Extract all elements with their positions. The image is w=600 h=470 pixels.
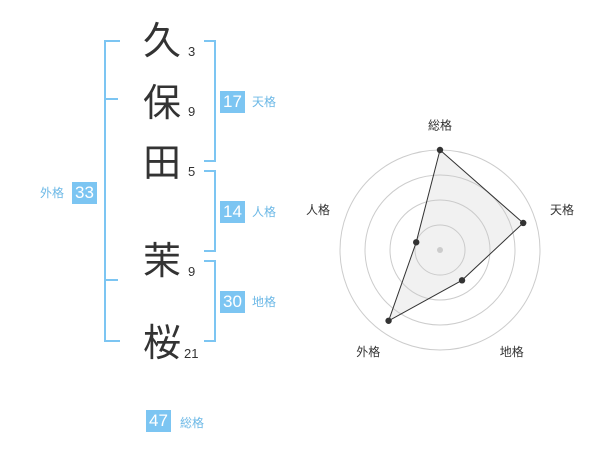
name-char-1: 久	[142, 19, 181, 63]
chikaku-bracket	[204, 260, 216, 342]
tenkaku-label: 天格	[252, 95, 277, 109]
gaikaku-bracket	[104, 40, 120, 342]
radar-ring	[364, 174, 516, 326]
stroke-count-5: 21	[184, 346, 199, 361]
radar-axis-label: 外格	[356, 344, 380, 359]
radar-point	[458, 277, 466, 284]
stroke-count-1: 3	[188, 44, 196, 59]
stroke-count-2: 9	[188, 104, 196, 119]
tenkaku-bracket	[204, 40, 216, 162]
name-char-5: 桜	[142, 321, 181, 365]
radar-point	[520, 219, 527, 227]
radar-axis-label: 地格	[500, 344, 524, 359]
chikaku-label: 地格	[252, 295, 277, 309]
soukaku-value: 47	[146, 410, 171, 432]
stroke-count-4: 9	[188, 264, 196, 279]
jinkaku-value: 14	[220, 201, 245, 223]
gaikaku-bracket-tick	[106, 98, 118, 100]
radar-ring	[414, 224, 466, 276]
jinkaku-bracket	[204, 170, 216, 252]
gaikaku-bracket-tick	[106, 279, 118, 281]
radar-axis-label: 総格	[428, 118, 452, 133]
radar-ring	[389, 199, 491, 301]
radar-series-area	[387, 149, 524, 322]
gaikaku-label: 外格	[40, 186, 65, 200]
radar-point	[436, 146, 444, 154]
radar-axis-label: 人格	[306, 202, 330, 217]
radar-center-dot	[437, 247, 443, 253]
tenkaku-value: 17	[220, 91, 245, 113]
name-char-4: 茉	[142, 239, 181, 283]
radar-axis-label: 天格	[550, 202, 574, 217]
name-char-2: 保	[142, 81, 181, 125]
chikaku-value: 30	[220, 291, 245, 313]
gaikaku-value: 33	[72, 182, 97, 204]
radar-point	[413, 239, 420, 246]
stroke-count-3: 5	[188, 164, 196, 179]
radar-point	[385, 317, 392, 324]
jinkaku-label: 人格	[252, 205, 277, 219]
soukaku-label: 総格	[180, 416, 205, 430]
name-char-3: 田	[142, 141, 181, 185]
